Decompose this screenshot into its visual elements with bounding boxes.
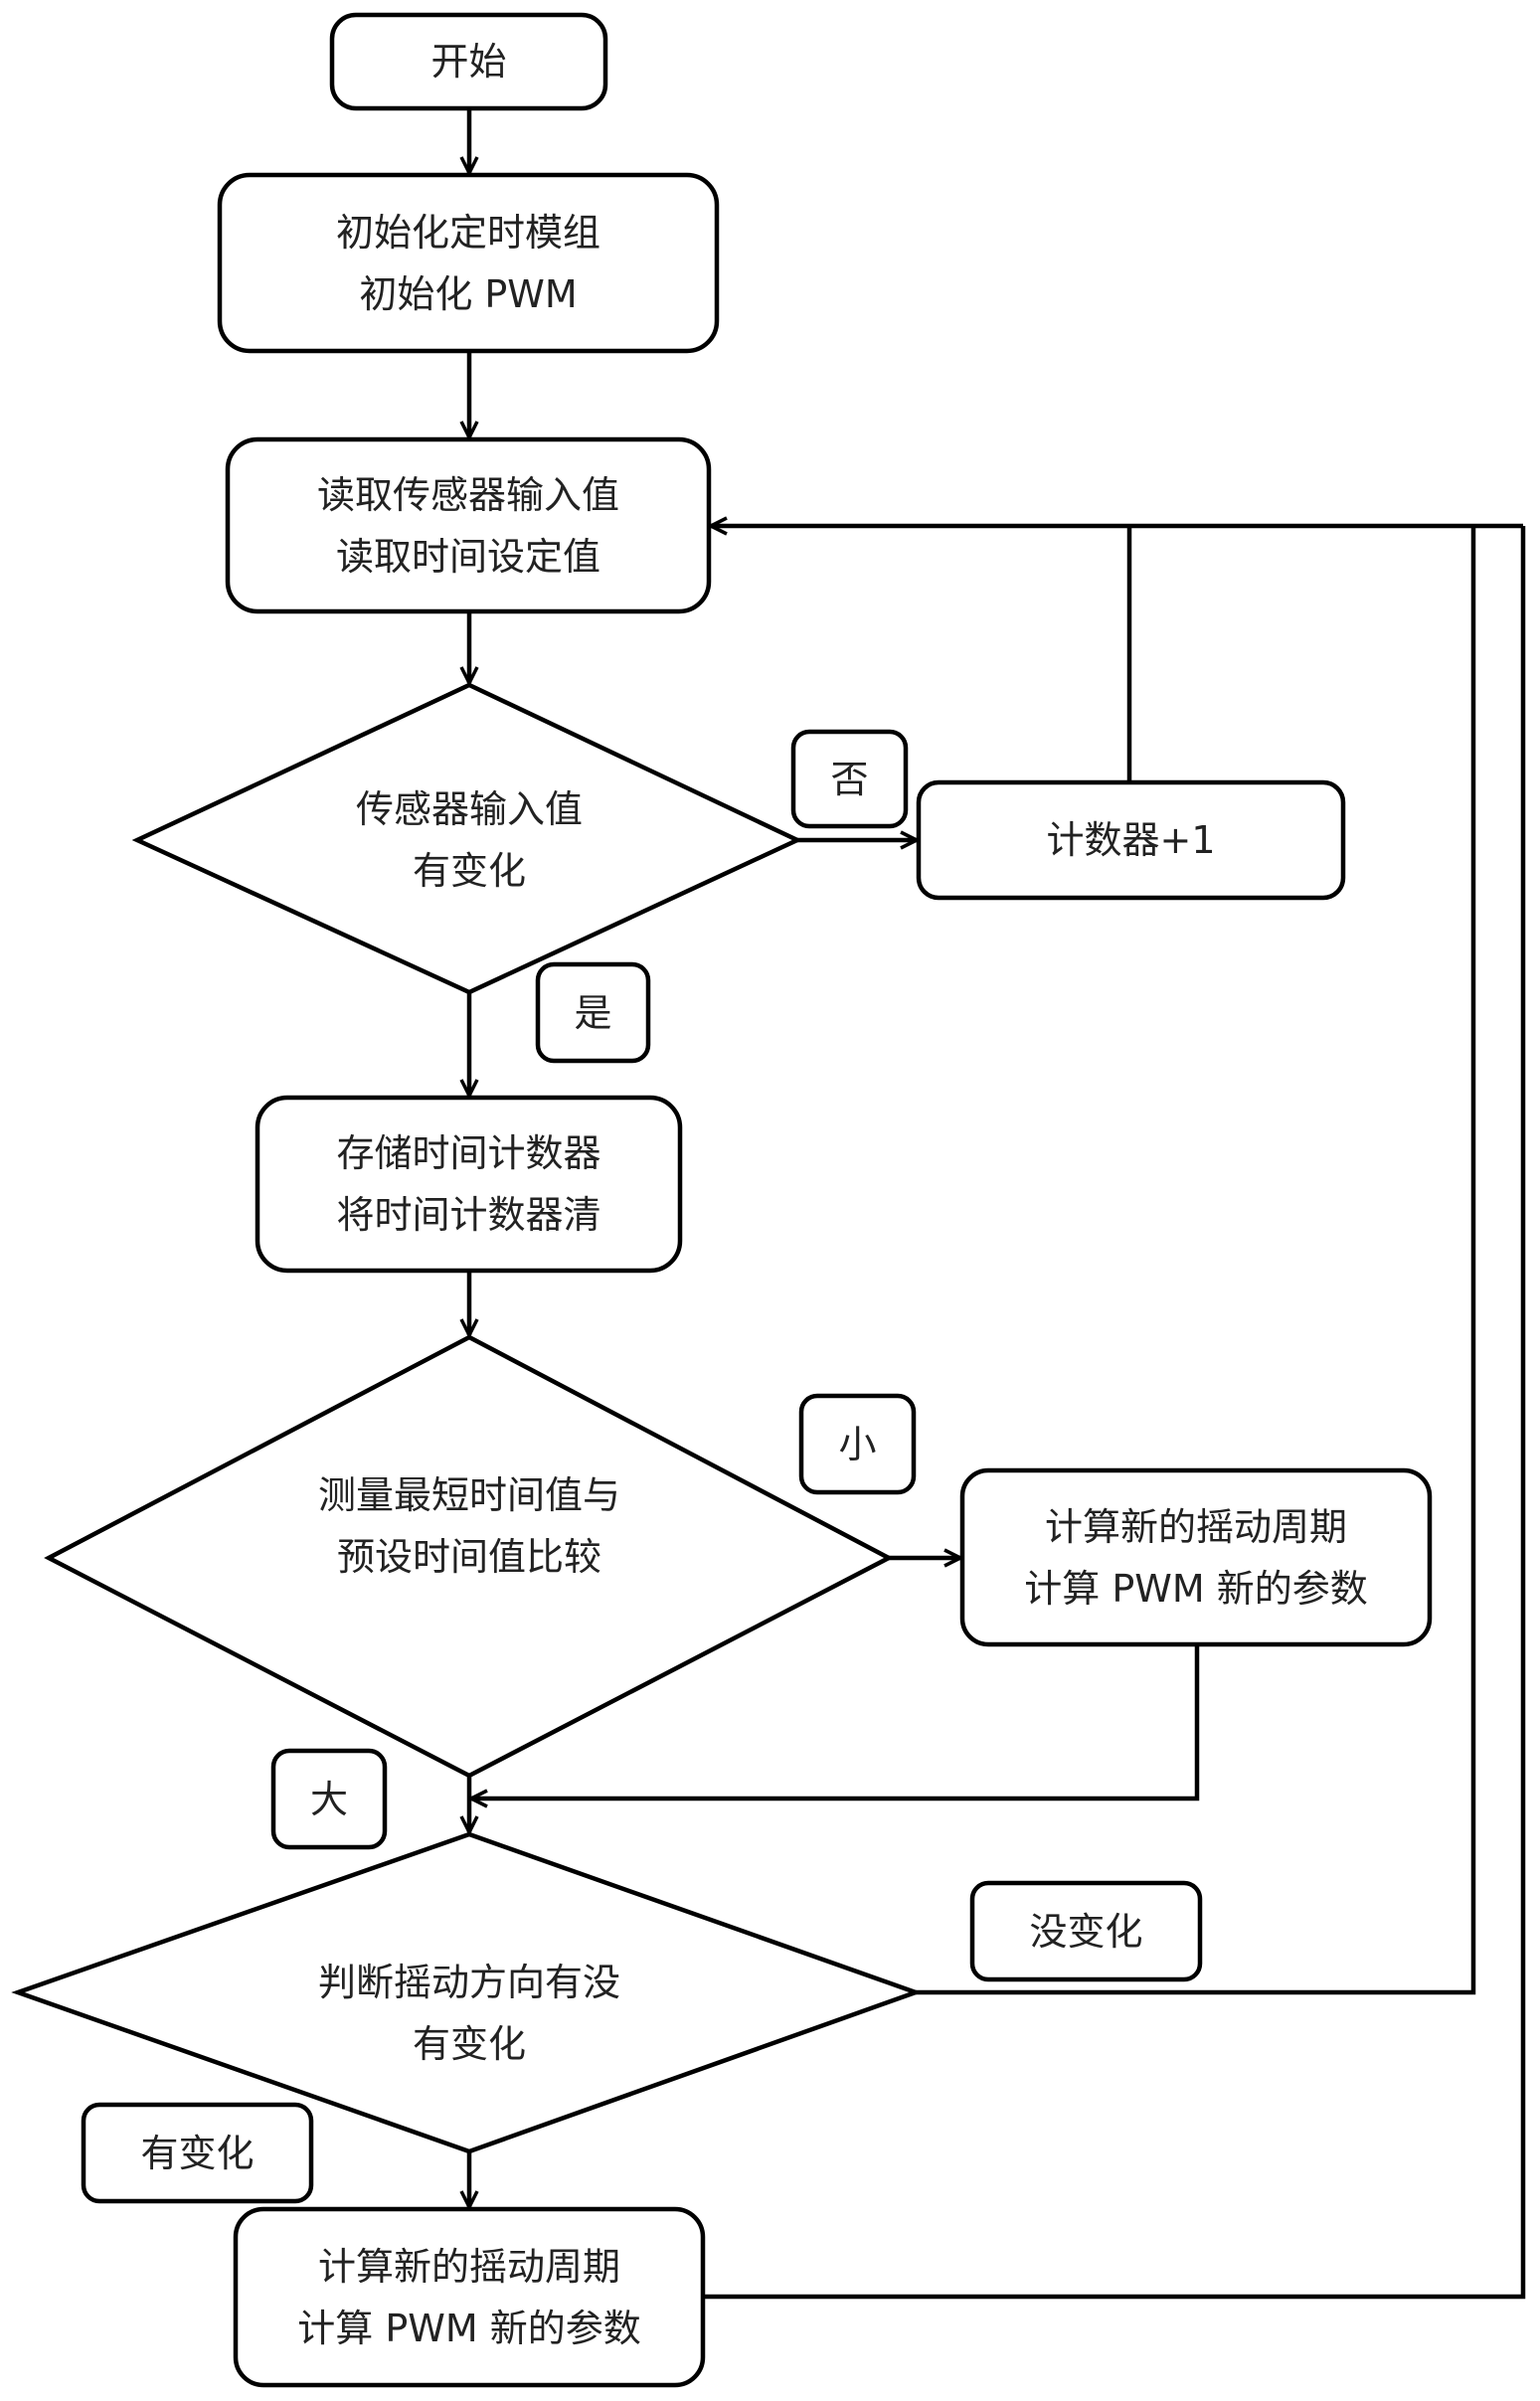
edge-label-unchanged: 没变化 [972,1883,1200,1979]
node-calc-final-text: 计算新的摇动周期 计算 PWM 新的参数 [236,2209,703,2385]
text-line: 存储时间计数器 [336,1131,601,1175]
text-line: 计算新的摇动周期 [317,2244,620,2289]
text-line: 预设时间值比较 [336,1535,601,1579]
text-line: 测量最短时间值与 [317,1473,620,1517]
text-line: 初始化定时模组 [335,210,600,255]
edge-label-small: 小 [801,1396,914,1492]
text-line: 有变化 [412,2022,526,2066]
text-line: 传感器输入值 [355,787,583,831]
label-text: 没变化 [1029,1909,1143,1954]
text-line: 有变化 [412,849,526,893]
text-line: 计算 PWM 新的参数 [297,2306,641,2350]
text-line: 计算 PWM 新的参数 [1024,1566,1368,1611]
text-line: 将时间计数器清 [336,1193,601,1237]
edge-direction-unchanged-loop [916,526,1476,1995]
text-line: 计数器+1 [1046,818,1216,862]
label-text: 是 [574,990,612,1035]
text-line: 初始化 PWM [359,271,578,316]
edge-label-box-changed [81,2102,314,2204]
edge-label-box-yes [535,961,651,1064]
node-init-text: 初始化定时模组 初始化 PWM [220,175,717,351]
node-start-text: 开始 [332,15,605,108]
text-line: 计算新的摇动周期 [1044,1504,1347,1549]
node-store-text: 存储时间计数器 将时间计数器清 [257,1098,680,1271]
text-line: 开始 [430,40,507,84]
text-line: 读取传感器输入值 [316,472,619,517]
label-text: 小 [838,1422,877,1466]
edge-label-box-unchanged [969,1880,1203,1982]
node-decision-sensor-text: 传感器输入值 有变化 [249,756,690,925]
edge-label-changed: 有变化 [84,2105,311,2201]
edge-label-yes: 是 [538,964,648,1061]
text-line: 判断摇动方向有没 [317,1961,620,2004]
node-read-text: 读取传感器输入值 读取时间设定值 [228,439,709,611]
edge-label-large: 大 [273,1751,385,1847]
edge-calc-final-loop [703,526,1526,2300]
node-decision-compare-text: 测量最短时间值与 预设时间值比较 [221,1442,718,1611]
label-text: 大 [309,1777,348,1821]
edge-label-no: 否 [793,732,906,826]
label-text: 有变化 [140,2131,255,2175]
edge-label-box-large [270,1748,388,1850]
edge-label-box-small [798,1393,917,1495]
text-line: 读取时间设定值 [335,534,600,579]
node-calc-small-text: 计算新的摇动周期 计算 PWM 新的参数 [962,1470,1430,1644]
edge-label-box-no [790,729,909,829]
edge-calc-small-merge [471,1644,1200,1799]
node-decision-direction-text: 判断摇动方向有没 有变化 [221,1929,718,2098]
node-counter-text: 计数器+1 [919,782,1343,898]
label-text: 否 [830,757,869,801]
